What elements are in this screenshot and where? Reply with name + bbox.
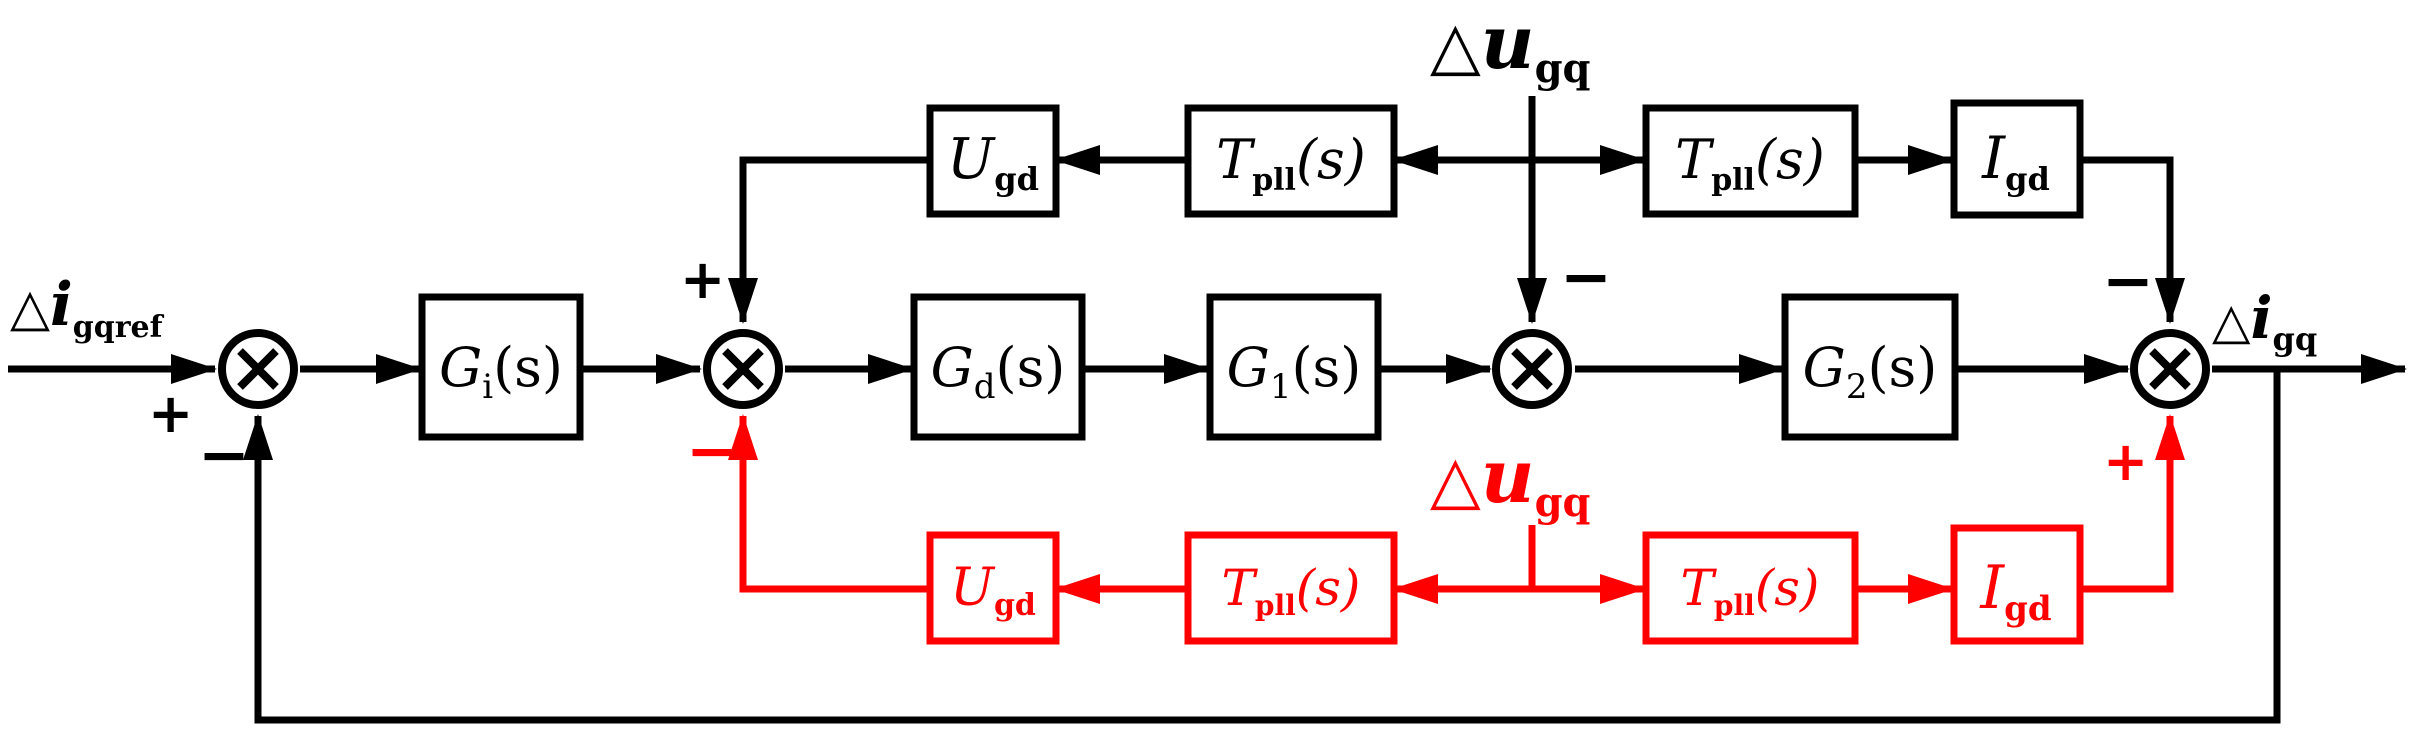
sum-junction-1: [218, 329, 298, 409]
block-g2: G2(s): [1781, 293, 1959, 441]
svg-text:G2(s): G2(s): [1803, 336, 1938, 407]
svg-text:Tpll(s): Tpll(s): [1681, 559, 1820, 622]
block-top-ugd: Ugd: [926, 104, 1060, 218]
wire-bot-ugd-sum2: [728, 414, 928, 593]
svg-text:Gi(s): Gi(s): [439, 336, 563, 407]
label-disturbance-top: △ugq: [1430, 0, 1591, 92]
block-g1: G1(s): [1206, 293, 1382, 441]
block-top-igd: Igd: [1950, 99, 2084, 219]
wire-top-ugd-sum2: [728, 156, 928, 324]
sign-sum1-minus: −: [198, 418, 250, 491]
label-disturbance-bottom: △ugq: [1430, 434, 1591, 526]
block-bot-igd: Igd: [1950, 524, 2084, 645]
sum-junction-3: [1492, 329, 1572, 409]
block-gd: Gd(s): [910, 293, 1086, 441]
block-top-tpll-left: Tpll(s): [1184, 104, 1398, 218]
sign-sum2-minus: −: [686, 414, 738, 487]
sign-sum3-minus: −: [1560, 240, 1612, 313]
wire-bot-igd-sum4: [2080, 414, 2185, 593]
svg-text:G1(s): G1(s): [1227, 336, 1362, 407]
wire-main-feedback: [243, 369, 2281, 724]
svg-text:Tpll(s): Tpll(s): [1216, 128, 1366, 198]
sum-junction-4: [2130, 329, 2210, 409]
block-bot-ugd: Ugd: [926, 531, 1060, 645]
svg-text:Gd(s): Gd(s): [931, 336, 1066, 407]
sign-sum2-plus: +: [680, 248, 725, 311]
sign-sum1-plus: +: [148, 382, 193, 445]
svg-text:Igd: Igd: [1981, 124, 2050, 198]
block-bot-tpll-right: Tpll(s): [1642, 531, 1859, 645]
block-bot-tpll-left: Tpll(s): [1184, 531, 1398, 645]
sign-sum4-plus: +: [2103, 430, 2148, 493]
sum-junction-2: [703, 329, 783, 409]
svg-text:Tpll(s): Tpll(s): [1222, 559, 1361, 622]
label-input-signal: △igqref: [10, 270, 165, 345]
svg-text:Igd: Igd: [1979, 553, 2051, 629]
wire-top-igd-sum4: [2080, 156, 2185, 324]
svg-text:Ugd: Ugd: [950, 558, 1036, 623]
block-gi: Gi(s): [418, 293, 584, 441]
label-output-signal: △igq: [2212, 284, 2317, 358]
block-top-tpll-right: Tpll(s): [1642, 104, 1859, 218]
svg-text:Ugd: Ugd: [947, 127, 1039, 198]
sign-sum4-minus: −: [2102, 244, 2154, 317]
svg-text:Tpll(s): Tpll(s): [1675, 128, 1825, 198]
